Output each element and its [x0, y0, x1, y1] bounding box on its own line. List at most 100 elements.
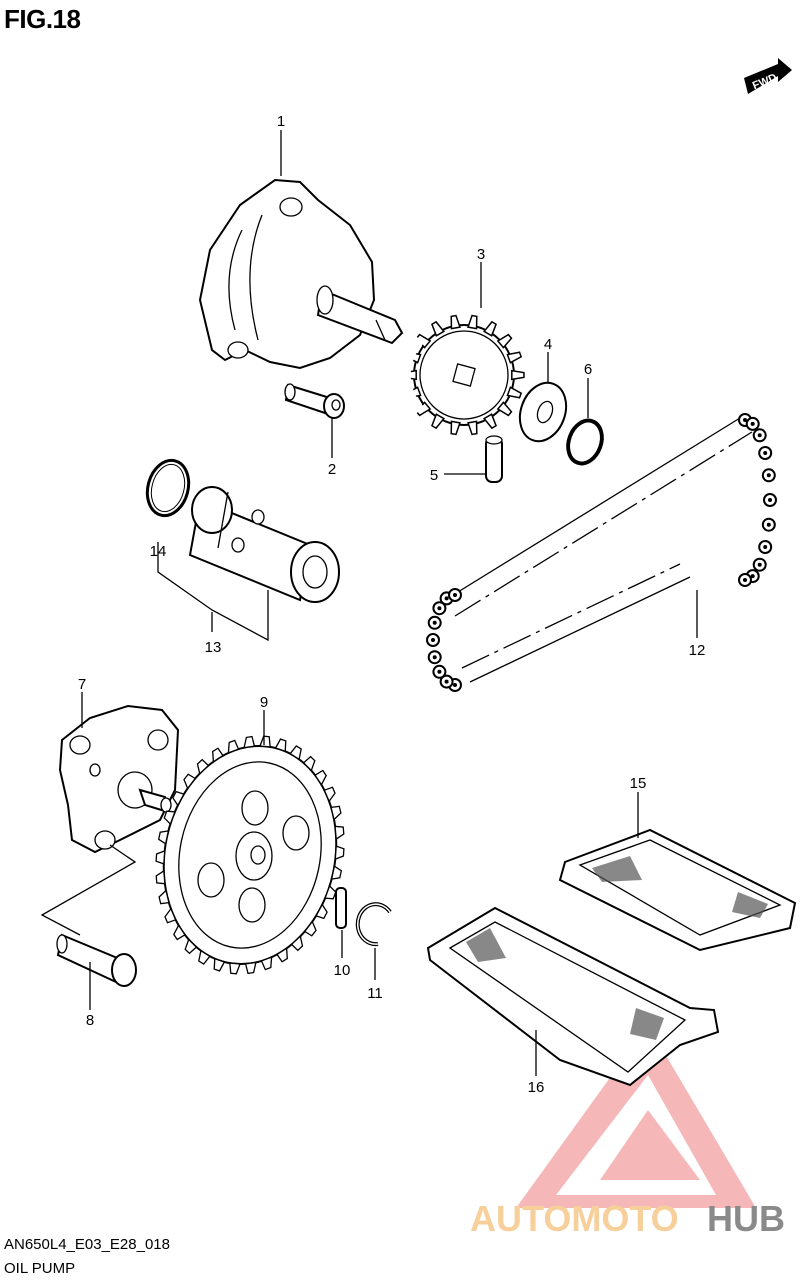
- part-label-6: 6: [584, 361, 592, 378]
- part-label-3: 3: [477, 246, 485, 263]
- chain-pin: [766, 473, 771, 478]
- sprocket-part-3: [400, 314, 525, 436]
- gear-tooth: [184, 938, 198, 955]
- gear-tooth: [324, 884, 337, 900]
- sprocket-tooth: [496, 333, 513, 349]
- gear-tooth: [157, 830, 170, 845]
- part-label-16: 16: [528, 1079, 545, 1096]
- part-label-8: 8: [86, 1012, 94, 1029]
- chain-pin: [431, 638, 435, 642]
- sprocket-tooth: [467, 314, 478, 330]
- gear-tooth: [212, 747, 224, 763]
- part-label-5: 5: [430, 467, 438, 484]
- sprocket-tooth: [450, 314, 461, 330]
- bolt-part-2: [284, 383, 345, 419]
- gear-tooth: [227, 739, 240, 754]
- chain-pin: [757, 562, 762, 567]
- chain-pin: [437, 606, 442, 611]
- gear-tooth: [302, 755, 316, 772]
- gear-tooth: [155, 869, 166, 885]
- gear-tooth: [158, 889, 170, 905]
- gear-tooth: [260, 956, 273, 971]
- chain-pin: [750, 574, 755, 579]
- chain-pin: [444, 679, 449, 684]
- part-label-15: 15: [630, 775, 647, 792]
- chain-pin: [432, 620, 437, 625]
- part-label-14: 14: [150, 543, 167, 560]
- chain-pin: [444, 596, 449, 601]
- part-label-12: 12: [689, 642, 706, 659]
- sprocket-tooth: [496, 401, 513, 417]
- gear-tooth: [183, 773, 197, 790]
- sprocket-tooth: [431, 320, 445, 337]
- chain-pin: [432, 655, 437, 660]
- watermark-text: AUTOMOTO: [470, 1198, 679, 1239]
- gear-tooth: [303, 920, 317, 937]
- gear-tooth: [155, 849, 166, 865]
- gear-tooth: [323, 786, 336, 803]
- sleeve-part-13: [188, 486, 340, 603]
- gear-tooth: [276, 947, 288, 963]
- chain-pin: [453, 593, 457, 597]
- diagram-name: OIL PUMP: [4, 1260, 76, 1277]
- e-clip-part-11: [355, 902, 392, 947]
- chain-pin: [743, 578, 747, 582]
- gear-tooth: [244, 961, 257, 975]
- chain-part-12: [426, 413, 777, 692]
- part-label-7: 7: [78, 676, 86, 693]
- chain-pin: [768, 498, 772, 502]
- part-label-2: 2: [328, 461, 336, 478]
- gear-tooth: [330, 805, 342, 821]
- part-label-13: 13: [205, 639, 222, 656]
- chain-pin: [766, 522, 771, 527]
- gear-tooth: [163, 810, 176, 826]
- pin-part-5: [485, 435, 503, 483]
- gear-tooth: [213, 957, 226, 972]
- gear-tooth: [334, 845, 345, 861]
- gear-tooth: [330, 865, 343, 880]
- fwd-arrow-icon: FWD: [744, 58, 792, 94]
- figure-title: FIG.18: [4, 4, 81, 34]
- sprocket-tooth: [483, 413, 497, 430]
- gear-tooth: [290, 935, 304, 952]
- gear-tooth: [259, 735, 271, 748]
- gear-tooth: [243, 735, 256, 749]
- chain-pin: [757, 433, 762, 438]
- sprocket-tooth: [431, 413, 445, 430]
- part-labels: 1 2 3 4 5 6 7 8 9 10 11 12 13 14 15 16: [78, 113, 706, 1096]
- gear-tooth: [173, 924, 186, 941]
- gear-tooth: [196, 758, 210, 775]
- chain-pin: [453, 683, 457, 687]
- screw-part-8: [56, 933, 137, 987]
- washer-part-4: [518, 381, 568, 443]
- gear-tooth: [314, 769, 327, 786]
- o-ring-part-14: [145, 458, 191, 518]
- pump-housing-part-7: [58, 704, 180, 854]
- circlip-part-6: [566, 418, 604, 466]
- sprocket-tooth: [506, 351, 523, 364]
- gear-tooth: [315, 903, 328, 920]
- chain-pin: [750, 421, 755, 426]
- gear-tooth: [172, 790, 185, 807]
- gear-tooth: [334, 825, 345, 841]
- pin-part-10: [335, 887, 347, 929]
- sprocket-tooth: [450, 420, 461, 436]
- chain-pin: [437, 669, 442, 674]
- gear-tooth: [274, 738, 287, 753]
- strainer-part-15: [558, 828, 797, 952]
- sprocket-tooth: [506, 386, 523, 399]
- sprocket-tooth: [467, 420, 478, 436]
- chain-pin: [763, 451, 768, 455]
- part-label-9: 9: [260, 694, 268, 711]
- sprocket-tooth: [511, 369, 525, 381]
- oil-pump-assembly-part-1: [198, 178, 404, 370]
- part-label-10: 10: [334, 962, 351, 979]
- gasket-part-16: [426, 906, 720, 1087]
- chain-pin: [743, 418, 747, 422]
- diagram-code: AN650L4_E03_E28_018: [4, 1236, 170, 1253]
- watermark-triangle: [516, 1025, 756, 1208]
- sprocket-tooth: [483, 320, 497, 337]
- gear-tooth: [164, 907, 177, 924]
- part-label-4: 4: [544, 336, 552, 353]
